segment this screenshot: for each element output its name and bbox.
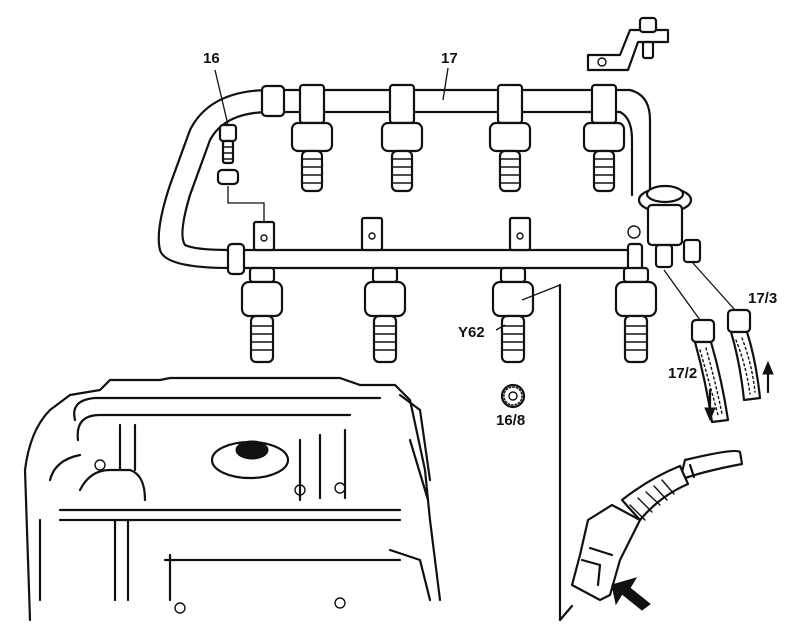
injector-y62	[491, 266, 535, 364]
upper-injectors	[290, 83, 626, 193]
fuel-line-17-2	[663, 269, 730, 424]
callout-y62: Y62	[458, 324, 485, 341]
top-bracket	[586, 16, 670, 72]
lower-fuel-rail	[226, 242, 644, 276]
engine-view	[23, 376, 442, 622]
rail-brackets	[252, 216, 532, 252]
pressure-regulator	[627, 184, 702, 269]
flow-arrow-up	[762, 360, 774, 394]
flow-arrow-down	[704, 388, 716, 422]
callout-17-3: 17/3	[748, 290, 778, 307]
callout-16-8: 16/8	[496, 412, 526, 429]
connector-release-arrow	[611, 577, 651, 611]
fuel-line-17-3	[691, 261, 762, 402]
callout-17-2: 17/2	[668, 365, 698, 382]
seal-ring-16-8	[500, 383, 526, 409]
injector-connector-detail	[570, 449, 744, 602]
bolt-16	[216, 123, 265, 222]
callout-16: 16	[203, 50, 220, 67]
callout-17: 17	[441, 50, 458, 67]
lower-injectors	[240, 266, 658, 364]
detail-leader	[521, 284, 561, 301]
detail-frame	[558, 283, 574, 622]
